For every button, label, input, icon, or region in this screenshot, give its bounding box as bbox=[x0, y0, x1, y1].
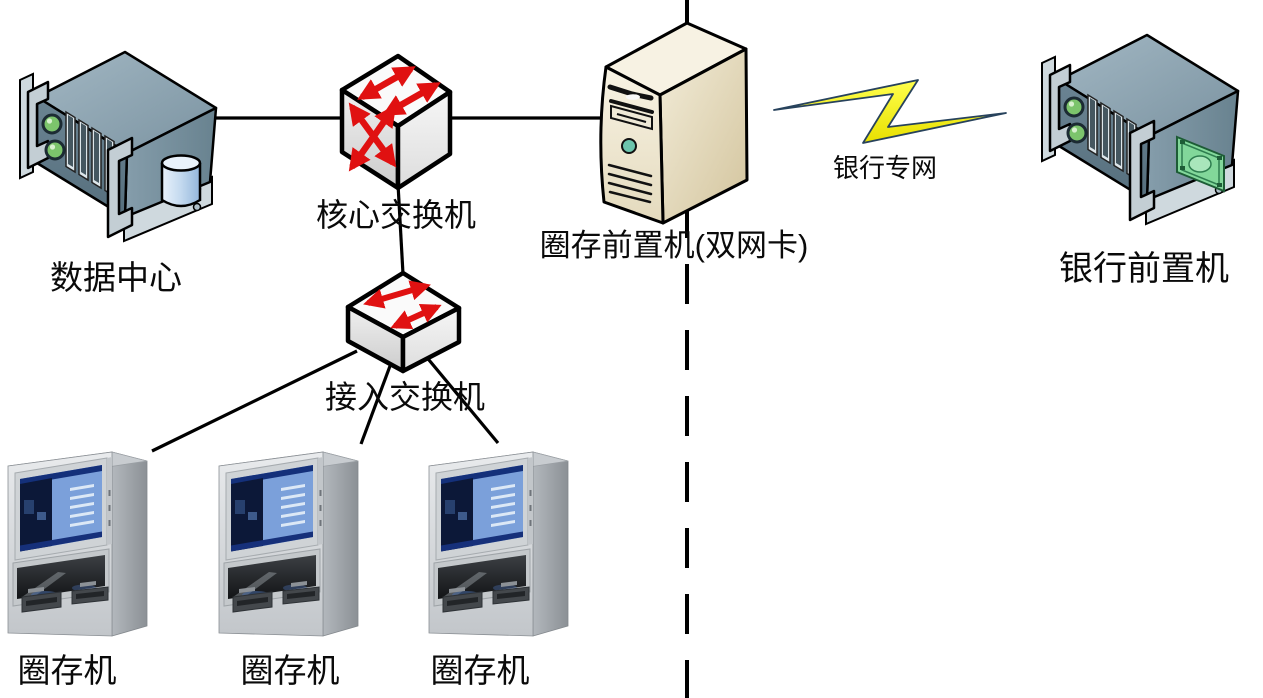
access-switch-icon bbox=[345, 270, 462, 374]
floppy-drive-icon bbox=[610, 104, 653, 131]
transfer-front-end-label: 圈存前置机(双网卡) bbox=[540, 228, 809, 263]
database-cylinder-icon bbox=[160, 154, 202, 208]
kiosk-icon-1 bbox=[7, 451, 148, 637]
bank-server-icon bbox=[1040, 33, 1240, 226]
connection-lines bbox=[151, 116, 606, 453]
banknote-icon bbox=[1176, 135, 1225, 193]
kiosk-icon-3 bbox=[428, 451, 569, 637]
link-accessswitch-kiosk2 bbox=[359, 365, 392, 445]
link-accessswitch-kiosk1 bbox=[151, 349, 358, 453]
data-center-server-icon bbox=[18, 50, 218, 243]
kiosk-1-label: 圈存机 bbox=[18, 652, 117, 689]
link-coreswitch-accessswitch bbox=[396, 183, 405, 275]
lightning-bolt-icon bbox=[773, 79, 1007, 144]
core-switch-label: 核心交换机 bbox=[316, 197, 476, 233]
switch-arrows-icon bbox=[348, 66, 441, 172]
switch-arrows-icon bbox=[363, 280, 442, 329]
kiosk-2-label: 圈存机 bbox=[241, 652, 340, 689]
core-switch-icon bbox=[339, 53, 453, 191]
link-accessswitch-kiosk3 bbox=[422, 352, 500, 445]
vent-lines bbox=[607, 163, 653, 204]
kiosk-3-label: 圈存机 bbox=[431, 652, 530, 689]
bank-link-label: 银行专网 bbox=[833, 153, 937, 183]
tower-server-icon bbox=[599, 21, 749, 225]
access-switch-label: 接入交换机 bbox=[325, 379, 485, 415]
bank-front-end-label: 银行前置机 bbox=[1059, 250, 1229, 288]
power-led-icon bbox=[621, 138, 637, 154]
cd-drive-icon bbox=[607, 84, 654, 114]
data-center-label: 数据中心 bbox=[50, 259, 182, 296]
kiosk-icon-2 bbox=[218, 451, 359, 637]
